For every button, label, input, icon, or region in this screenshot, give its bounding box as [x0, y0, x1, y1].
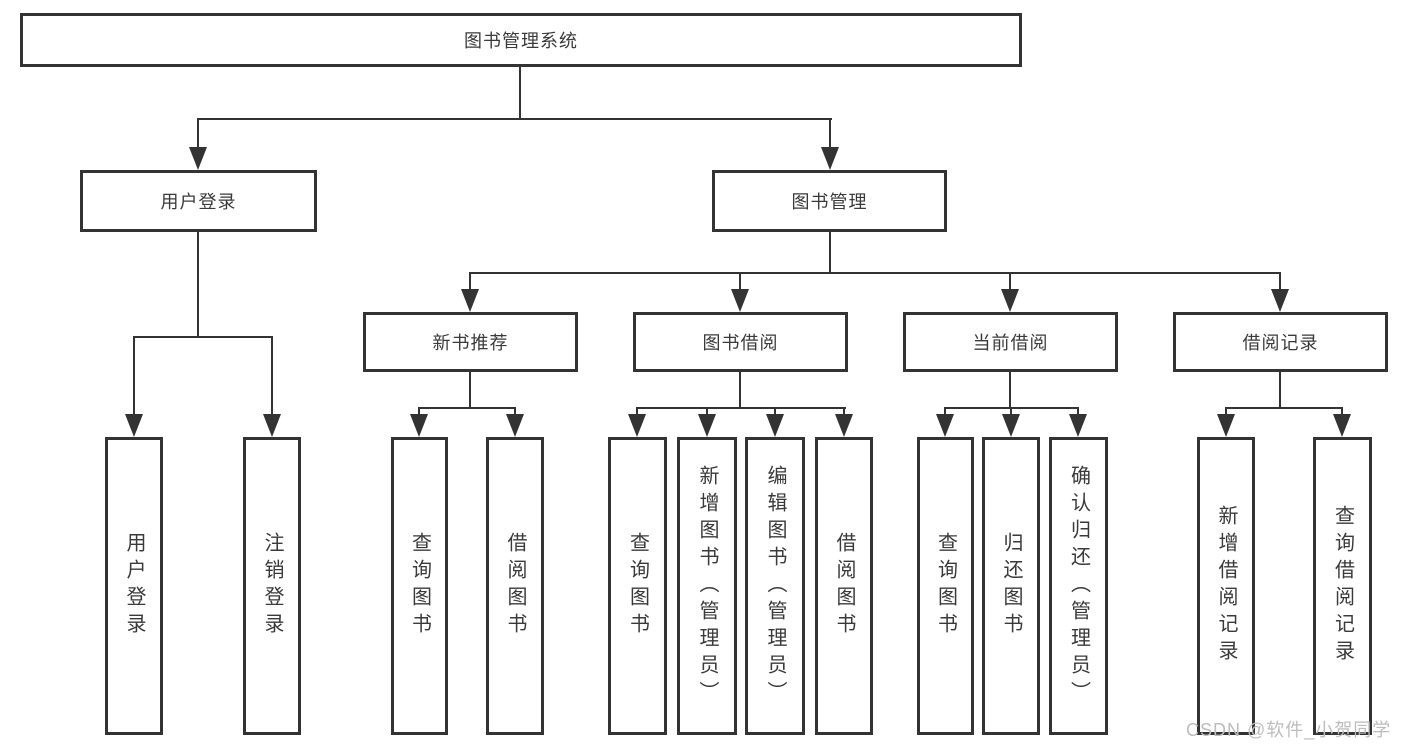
arrow-down-icon: [1217, 414, 1235, 437]
arrow-down-icon: [189, 147, 207, 170]
connector-line: [1009, 272, 1011, 291]
connector-line: [1010, 407, 1012, 416]
node-leaf-user-login: 用户登录: [105, 437, 163, 735]
connector-line: [843, 407, 845, 416]
connector-line: [944, 407, 946, 416]
watermark: CSDN @软件_小贺同学: [1186, 720, 1392, 740]
connector-line: [1009, 372, 1011, 407]
connector-line: [519, 67, 521, 118]
arrow-down-icon: [506, 414, 524, 437]
node-label: 借阅图书: [833, 532, 855, 640]
node-leaf-query-book-borrow: 查询图书: [608, 437, 667, 735]
node-book-management: 图书管理: [712, 170, 947, 232]
node-current-borrow: 当前借阅: [903, 312, 1118, 372]
connector-line: [706, 407, 708, 416]
node-leaf-query-book-recommend: 查询图书: [391, 437, 448, 735]
arrow-down-icon: [731, 289, 749, 312]
node-library-management-system: 图书管理系统: [20, 13, 1022, 67]
connector-line: [197, 118, 832, 120]
node-label: 查询图书: [626, 532, 649, 640]
connector-line: [774, 407, 776, 416]
node-label: 确认归还（管理员）: [1067, 464, 1090, 708]
node-label: 图书借阅: [702, 333, 779, 353]
node-leaf-borrow-book-recommend: 借阅图书: [486, 437, 544, 735]
connector-line: [133, 336, 135, 416]
connector-line: [636, 407, 846, 409]
node-label: 查询借阅记录: [1331, 505, 1354, 667]
node-leaf-query-book-current: 查询图书: [917, 437, 974, 735]
connector-line: [514, 407, 516, 416]
node-label: 当前借阅: [972, 333, 1049, 353]
node-new-book-recommend: 新书推荐: [363, 312, 578, 372]
node-label: 新增借阅记录: [1215, 505, 1237, 667]
node-user-login: 用户登录: [80, 170, 317, 232]
node-label: 归还图书: [1000, 532, 1022, 640]
arrow-down-icon: [1002, 414, 1020, 437]
arrow-down-icon: [821, 147, 839, 170]
arrow-down-icon: [1001, 289, 1019, 312]
node-leaf-add-book-admin: 新增图书（管理员）: [677, 437, 737, 735]
arrow-down-icon: [936, 414, 954, 437]
node-leaf-query-borrow-record: 查询借阅记录: [1313, 437, 1372, 735]
node-book-borrow: 图书借阅: [633, 312, 848, 372]
connector-line: [1279, 372, 1281, 407]
arrow-down-icon: [263, 414, 281, 437]
arrow-down-icon: [698, 414, 716, 437]
connector-line: [418, 407, 420, 416]
arrow-down-icon: [461, 289, 479, 312]
node-leaf-confirm-return-admin: 确认归还（管理员）: [1049, 437, 1108, 735]
connector-line: [133, 336, 273, 338]
node-label: 图书管理系统: [464, 31, 578, 51]
connector-line: [418, 407, 516, 409]
node-label: 编辑图书（管理员）: [764, 464, 786, 708]
node-label: 借阅记录: [1242, 333, 1319, 353]
arrow-down-icon: [1069, 414, 1087, 437]
connector-line: [636, 407, 638, 416]
connector-line: [469, 372, 471, 407]
node-borrow-records: 借阅记录: [1173, 312, 1388, 372]
node-label: 注销登录: [261, 532, 283, 640]
connector-line: [469, 272, 471, 291]
node-label: 借阅图书: [504, 532, 526, 640]
arrow-down-icon: [410, 414, 428, 437]
arrow-down-icon: [628, 414, 646, 437]
node-leaf-logout: 注销登录: [243, 437, 301, 735]
node-leaf-edit-book-admin: 编辑图书（管理员）: [745, 437, 805, 735]
node-label: 用户登录: [123, 532, 145, 640]
connector-line: [1077, 407, 1079, 416]
connector-line: [1225, 407, 1227, 416]
node-label: 用户登录: [160, 192, 237, 212]
connector-line: [739, 372, 741, 407]
connector-line: [1225, 407, 1343, 409]
arrow-down-icon: [1333, 414, 1351, 437]
arrow-down-icon: [1271, 289, 1289, 312]
node-leaf-add-borrow-record: 新增借阅记录: [1197, 437, 1255, 735]
node-label: 查询图书: [408, 532, 431, 640]
arrow-down-icon: [835, 414, 853, 437]
node-label: 查询图书: [934, 532, 957, 640]
node-label: 图书管理: [791, 192, 868, 212]
connector-line: [829, 232, 831, 272]
connector-line: [1279, 272, 1281, 291]
connector-line: [271, 336, 273, 416]
node-leaf-return-book: 归还图书: [982, 437, 1040, 735]
connector-line: [739, 272, 741, 291]
node-label: 新增图书（管理员）: [696, 464, 718, 708]
node-leaf-borrow-book: 借阅图书: [815, 437, 873, 735]
connector-line: [197, 118, 199, 149]
arrow-down-icon: [125, 414, 143, 437]
connector-line: [197, 232, 199, 336]
node-label: 新书推荐: [432, 333, 509, 353]
connector-line: [1341, 407, 1343, 416]
connector-line: [829, 118, 831, 149]
connector-line: [469, 272, 1281, 274]
arrow-down-icon: [766, 414, 784, 437]
